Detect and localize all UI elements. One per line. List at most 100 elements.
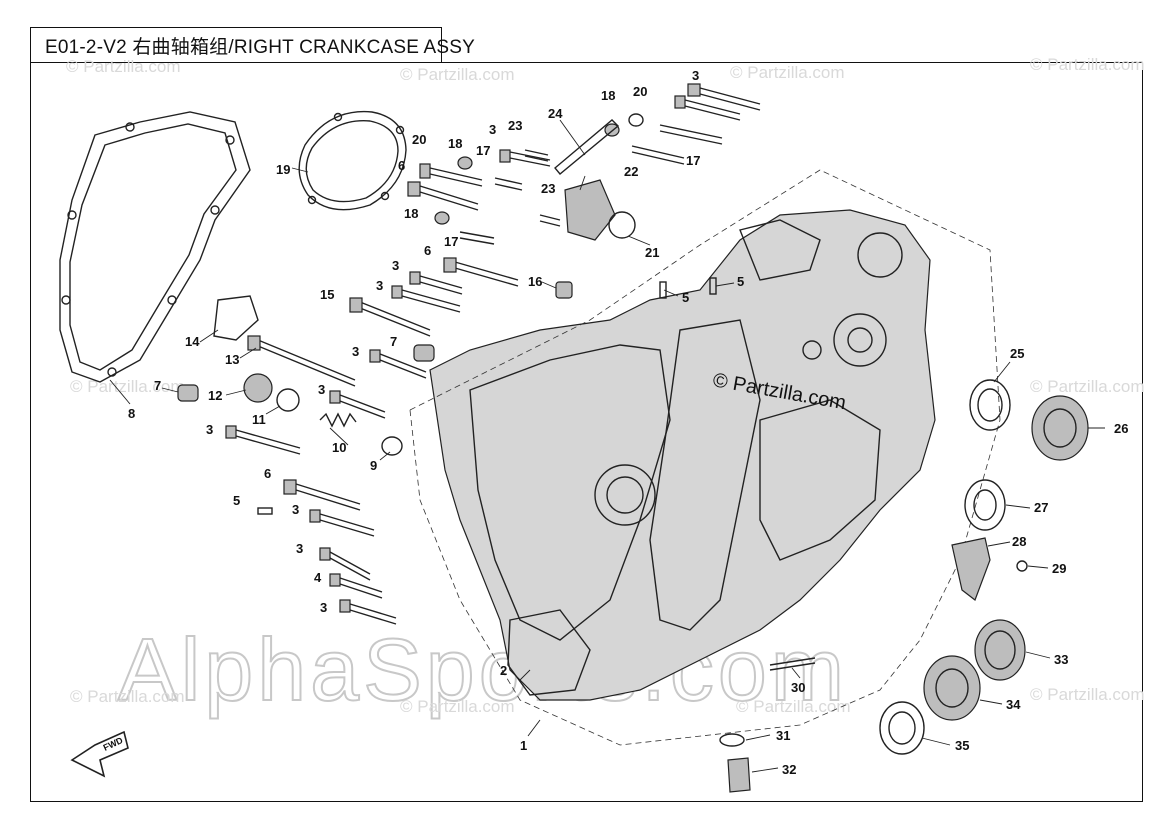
callout-7: 7	[154, 378, 161, 393]
callout-3: 3	[692, 68, 699, 83]
callout-19: 19	[276, 162, 290, 177]
callout-22: 22	[624, 164, 638, 179]
callout-5: 5	[233, 493, 240, 508]
bolt-3-c	[391, 285, 461, 313]
callout-4: 4	[314, 570, 322, 585]
bearing-26	[1031, 395, 1089, 461]
bolt-3-i	[339, 599, 397, 625]
bolt-23	[524, 149, 549, 162]
watermark: © Partzilla.com	[736, 697, 851, 716]
bolt-3-b	[409, 271, 463, 295]
stud-17-a	[494, 177, 523, 191]
callout-12: 12	[208, 388, 222, 403]
callout-18: 18	[448, 136, 462, 151]
crankcase-body	[429, 209, 936, 701]
callout-11: 11	[252, 412, 266, 427]
spring-10	[319, 412, 357, 428]
callout-3: 3	[392, 258, 399, 273]
callout-2: 2	[500, 663, 507, 678]
callout-16: 16	[528, 274, 542, 289]
stud-17-top	[659, 124, 723, 145]
callout-33: 33	[1054, 652, 1068, 667]
bolt-20-top	[674, 95, 741, 121]
bolt-3-d	[369, 349, 427, 379]
stud-17b	[631, 145, 685, 165]
callout-5: 5	[682, 290, 689, 305]
callout-18: 18	[404, 206, 418, 221]
callout-17: 17	[476, 143, 490, 158]
small-parts	[177, 113, 717, 456]
stud-17-b	[459, 231, 495, 245]
callout-26: 26	[1114, 421, 1128, 436]
callout-24: 24	[548, 106, 563, 121]
bracket-14	[213, 295, 259, 341]
pin-5-left	[257, 507, 273, 515]
callout-6: 6	[398, 158, 405, 173]
watermark: © Partzilla.com	[1030, 685, 1145, 704]
callout-34: 34	[1006, 697, 1021, 712]
drain-plug-32	[727, 757, 751, 793]
o-ring-21	[608, 211, 636, 239]
assembly-outline	[409, 169, 1001, 746]
bolt-23-b	[539, 214, 561, 227]
gasket-8	[59, 111, 251, 383]
callout-9: 9	[370, 458, 377, 473]
watermark: © Partzilla.com	[1030, 377, 1145, 396]
seal-33	[974, 619, 1026, 681]
callout-17: 17	[686, 153, 700, 168]
callout-3: 3	[376, 278, 383, 293]
callout-8: 8	[128, 406, 135, 421]
callout-3: 3	[489, 122, 496, 137]
watermark: © Partzilla.com	[400, 697, 515, 716]
callout-17: 17	[444, 234, 458, 249]
callout-3: 3	[296, 541, 303, 556]
callout-28: 28	[1012, 534, 1026, 549]
callout-6: 6	[424, 243, 431, 258]
right-side-parts	[719, 379, 1089, 793]
callout-23: 23	[508, 118, 522, 133]
callout-3: 3	[292, 502, 299, 517]
watermark: © Partzilla.com	[66, 57, 181, 76]
bolt-15	[349, 297, 431, 337]
gear-12	[243, 373, 273, 403]
bolt-3-e	[329, 390, 386, 419]
bearing-34	[923, 655, 981, 721]
bolts	[225, 83, 761, 625]
ball-9	[381, 436, 403, 456]
callout-3: 3	[320, 600, 327, 615]
callout-30: 30	[791, 680, 805, 695]
callout-29: 29	[1052, 561, 1066, 576]
leader-lines	[109, 119, 1105, 773]
callout-1: 1	[520, 738, 527, 753]
bearing-27	[964, 479, 1006, 531]
diagram-frame	[30, 62, 1143, 802]
washer-18-b	[434, 211, 450, 225]
callout-31: 31	[776, 728, 790, 743]
callout-27: 27	[1034, 500, 1048, 515]
callout-25: 25	[1010, 346, 1024, 361]
watermark: © Partzilla.com	[70, 687, 185, 706]
diagram-title-box: E01-2-V2 右曲轴箱组/RIGHT CRANKCASE ASSY	[30, 27, 475, 63]
callout-7: 7	[390, 334, 397, 349]
callout-23: 23	[541, 181, 555, 196]
pin-5-a	[659, 281, 667, 299]
watermark: © Partzilla.com	[70, 377, 185, 396]
bolt-6-c	[283, 479, 361, 511]
bolt-4	[329, 573, 383, 599]
bolt-3-f	[225, 425, 301, 455]
washer-18-top-b	[628, 113, 644, 127]
washer-31	[719, 733, 745, 747]
callout-20: 20	[412, 132, 426, 147]
o-ring-11	[276, 388, 300, 412]
bolt-3-a	[499, 149, 551, 167]
clip-30	[769, 657, 816, 671]
callout-20: 20	[633, 84, 647, 99]
bolt-3-h	[319, 547, 371, 581]
callout-21: 21	[645, 245, 659, 260]
bolt-6-b	[443, 257, 519, 287]
fwd-arrow: FWD	[70, 730, 129, 778]
callout-18: 18	[601, 88, 615, 103]
callout-14: 14	[185, 334, 200, 349]
callout-10: 10	[332, 440, 346, 455]
